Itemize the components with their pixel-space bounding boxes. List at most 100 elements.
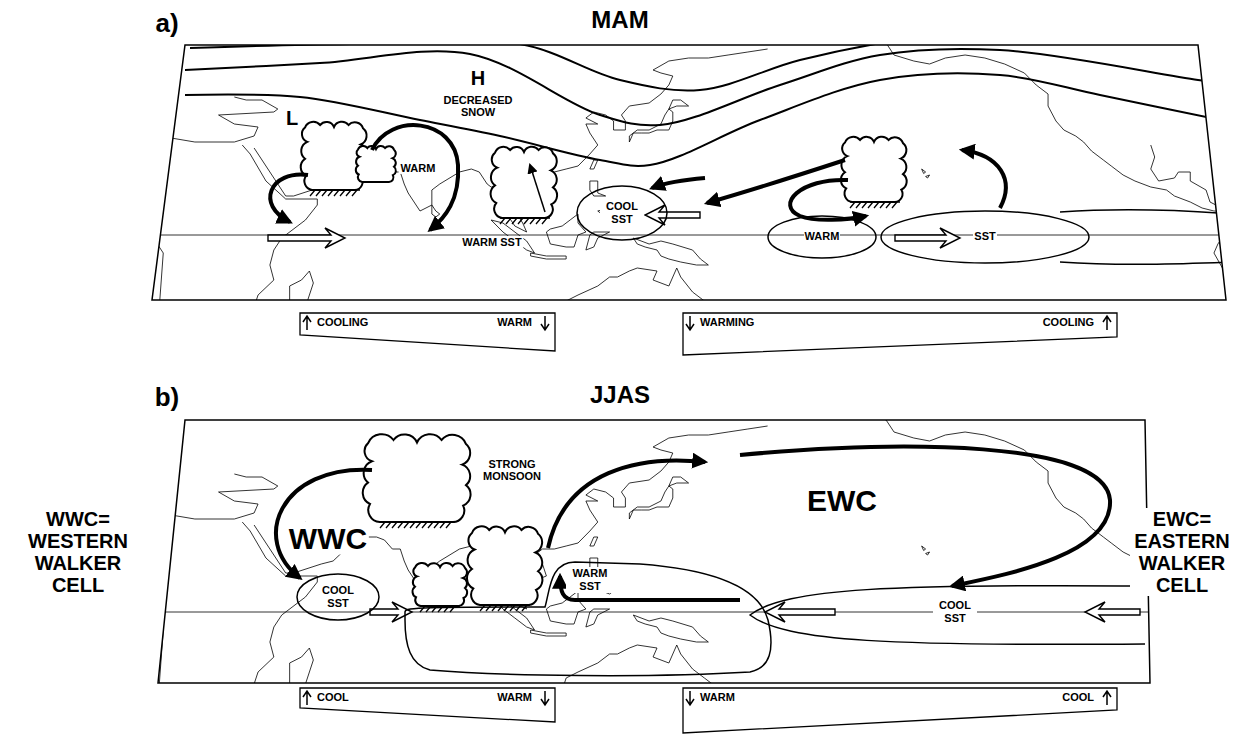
coastline (290, 648, 314, 684)
circulation-arrow (790, 180, 866, 220)
node-text: COOL SST (316, 584, 360, 610)
coastline (254, 49, 768, 232)
coastline (531, 630, 567, 636)
coastline (1151, 145, 1222, 208)
node-text: COOL SST (600, 200, 644, 226)
convection-cloud (413, 563, 468, 606)
jet-stream (190, 30, 1000, 91)
coastline (922, 169, 926, 174)
temperature-bar: WARMING COOLING (683, 313, 1117, 355)
circulation-arrow (270, 175, 308, 222)
trend-arrow (541, 691, 549, 705)
ellipse-outline (881, 211, 1089, 263)
sst-anomaly-region: WARM SST (400, 550, 780, 678)
node-text: WARM (496, 691, 533, 704)
cell-legend: EWC= EASTERN WALKER CELL (1130, 508, 1234, 596)
node-text: COOLING (1042, 316, 1095, 329)
bar-outline (300, 313, 555, 351)
season-title: JJAS (588, 382, 652, 408)
coastline (866, 37, 1239, 301)
node-text: WARM SST (566, 567, 614, 593)
region-outline (405, 562, 771, 676)
coastline (290, 271, 314, 307)
pressure-label: L (284, 107, 300, 129)
wind-arrow (268, 228, 345, 248)
convection-cloud (467, 526, 542, 605)
coastline (926, 552, 930, 555)
node-outline (683, 688, 1117, 733)
node-text: COOL SST (933, 599, 977, 625)
node-text: WARMING (699, 316, 755, 329)
coastline (432, 205, 440, 217)
circulation-arrow (276, 470, 372, 578)
surface-hatch (380, 522, 455, 528)
surface-hatch (310, 190, 360, 196)
sst-contour (1060, 210, 1232, 264)
coastline (531, 253, 567, 259)
annotation: WARM (399, 162, 438, 174)
convection-cloud (491, 147, 557, 218)
circulation-arrow (740, 447, 1110, 586)
node-text: WARM (804, 230, 841, 243)
coastline (65, 588, 164, 684)
circulation-arrow (530, 165, 545, 212)
circulation-arrow (372, 125, 458, 230)
coastline (546, 214, 586, 247)
wind-arrow (765, 602, 835, 622)
convection-cloud (841, 137, 907, 202)
coastline (590, 537, 598, 546)
sst-anomaly-region: COOL SST (296, 573, 380, 621)
node-text: SST (973, 230, 996, 243)
convection-cloud (363, 434, 471, 522)
sst-anomaly-region: COOL SST (576, 185, 668, 241)
trend-arrow (1103, 691, 1111, 705)
temperature-bar: COOLINGWARM (300, 313, 555, 351)
trend-arrow (303, 691, 311, 705)
coastline (633, 238, 708, 265)
panel-frame (158, 420, 1150, 683)
map-panel (65, 30, 1239, 316)
coastline (629, 477, 688, 519)
temperature-bar: COOL WARM (300, 688, 555, 722)
coastline (92, 97, 278, 142)
ellipse-outline (577, 186, 667, 240)
sst-anomaly-region: SST (880, 210, 1090, 264)
region-outline (750, 586, 1145, 645)
panel-frame (152, 45, 1226, 300)
sst-label: WARM SST (460, 236, 523, 248)
bar-outline (683, 313, 1117, 355)
trend-arrow (303, 316, 311, 330)
circulation-arrow (962, 150, 1006, 208)
node-text: WARM (699, 691, 736, 704)
node-text: COOL (1061, 691, 1095, 704)
bar-outline (300, 688, 555, 722)
trend-arrow (541, 316, 549, 330)
surface-hatch (500, 218, 550, 224)
annotation: STRONG MONSOON (474, 458, 550, 482)
circulation-arrow (652, 178, 705, 188)
ellipse-outline (297, 574, 379, 620)
ellipse-outline (768, 216, 876, 258)
coastline (926, 175, 930, 178)
coastline (254, 426, 768, 609)
sst-anomaly-region: COOL SST (745, 580, 1150, 650)
surface-hatch (850, 202, 900, 208)
coastline (65, 211, 164, 307)
map-panel (65, 414, 1239, 693)
node-text: COOL (316, 691, 350, 704)
coastline (562, 268, 720, 316)
surface-hatch (480, 605, 530, 611)
temperature-bar: WARM COOL (683, 688, 1117, 733)
wind-arrow (895, 228, 960, 248)
circulation-arrow (548, 460, 705, 548)
convection-cloud (356, 146, 396, 182)
node-text: COOLING (316, 316, 369, 329)
trend-arrow (686, 691, 694, 705)
wind-arrow (645, 205, 700, 225)
coastline (922, 546, 926, 551)
trend-arrow (1103, 316, 1111, 330)
cell-label: WWC (287, 522, 369, 555)
wind-arrow (1085, 602, 1140, 622)
